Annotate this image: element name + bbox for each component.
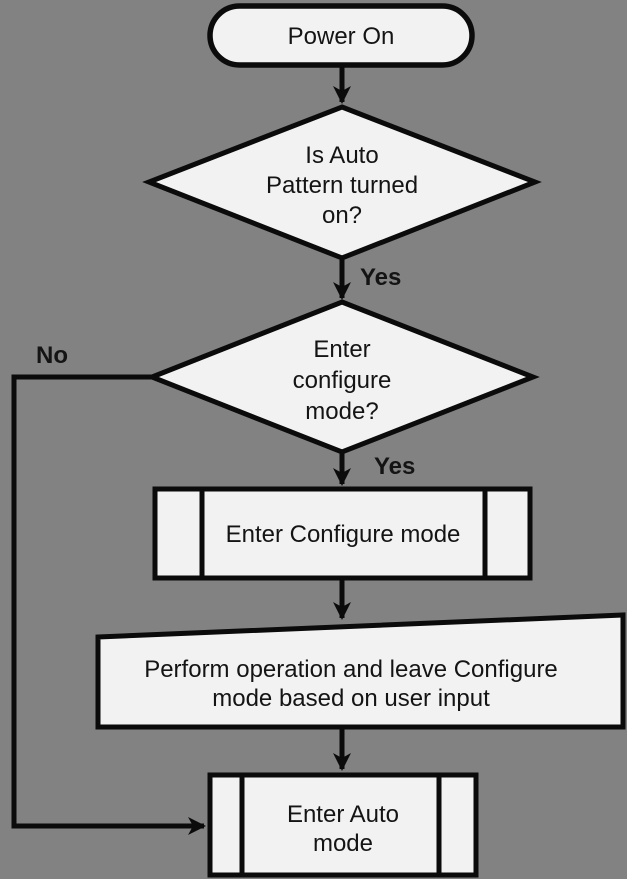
decision-auto-pattern-line2: Pattern turned — [266, 172, 418, 199]
decision-auto-pattern-line3: on? — [322, 202, 362, 229]
edges — [11, 65, 351, 835]
node-operation-perform: Perform operation and leave Configure mo… — [95, 612, 626, 730]
process-enter-auto-line1: Enter Auto — [287, 801, 399, 828]
decision-diamond-shape — [145, 299, 540, 455]
decision-diamond-shape — [142, 104, 542, 261]
decision-enter-configure-line3: mode? — [305, 398, 378, 425]
decision-enter-configure-line1: Enter — [313, 336, 370, 363]
edge-label-yes-configure: Yes — [374, 453, 415, 480]
node-decision-enter-configure: Enter configure mode? — [145, 299, 540, 455]
decision-enter-configure-line2: configure — [293, 367, 392, 394]
node-process-enter-configure: Enter Configure mode — [152, 486, 533, 581]
edge-label-yes-auto-pattern: Yes — [360, 264, 401, 291]
node-decision-auto-pattern: Is Auto Pattern turned on? — [142, 104, 542, 261]
manual-operation-shape — [95, 612, 626, 730]
process-enter-configure-label: Enter Configure mode — [226, 521, 461, 548]
operation-perform-line1: Perform operation and leave Configure — [144, 656, 558, 683]
predefined-process-shape — [152, 486, 533, 581]
node-power-on: Power On — [207, 3, 475, 68]
edge-label-no-configure: No — [36, 342, 68, 369]
node-power-on-label: Power On — [288, 23, 395, 50]
edge-configure-no — [11, 374, 206, 835]
operation-perform-line2: mode based on user input — [212, 685, 490, 712]
decision-auto-pattern-line1: Is Auto — [305, 142, 378, 169]
node-process-enter-auto: Enter Auto mode — [207, 772, 479, 878]
terminator-shape — [207, 3, 475, 68]
predefined-process-shape — [207, 772, 479, 878]
process-enter-auto-line2: mode — [313, 830, 373, 857]
